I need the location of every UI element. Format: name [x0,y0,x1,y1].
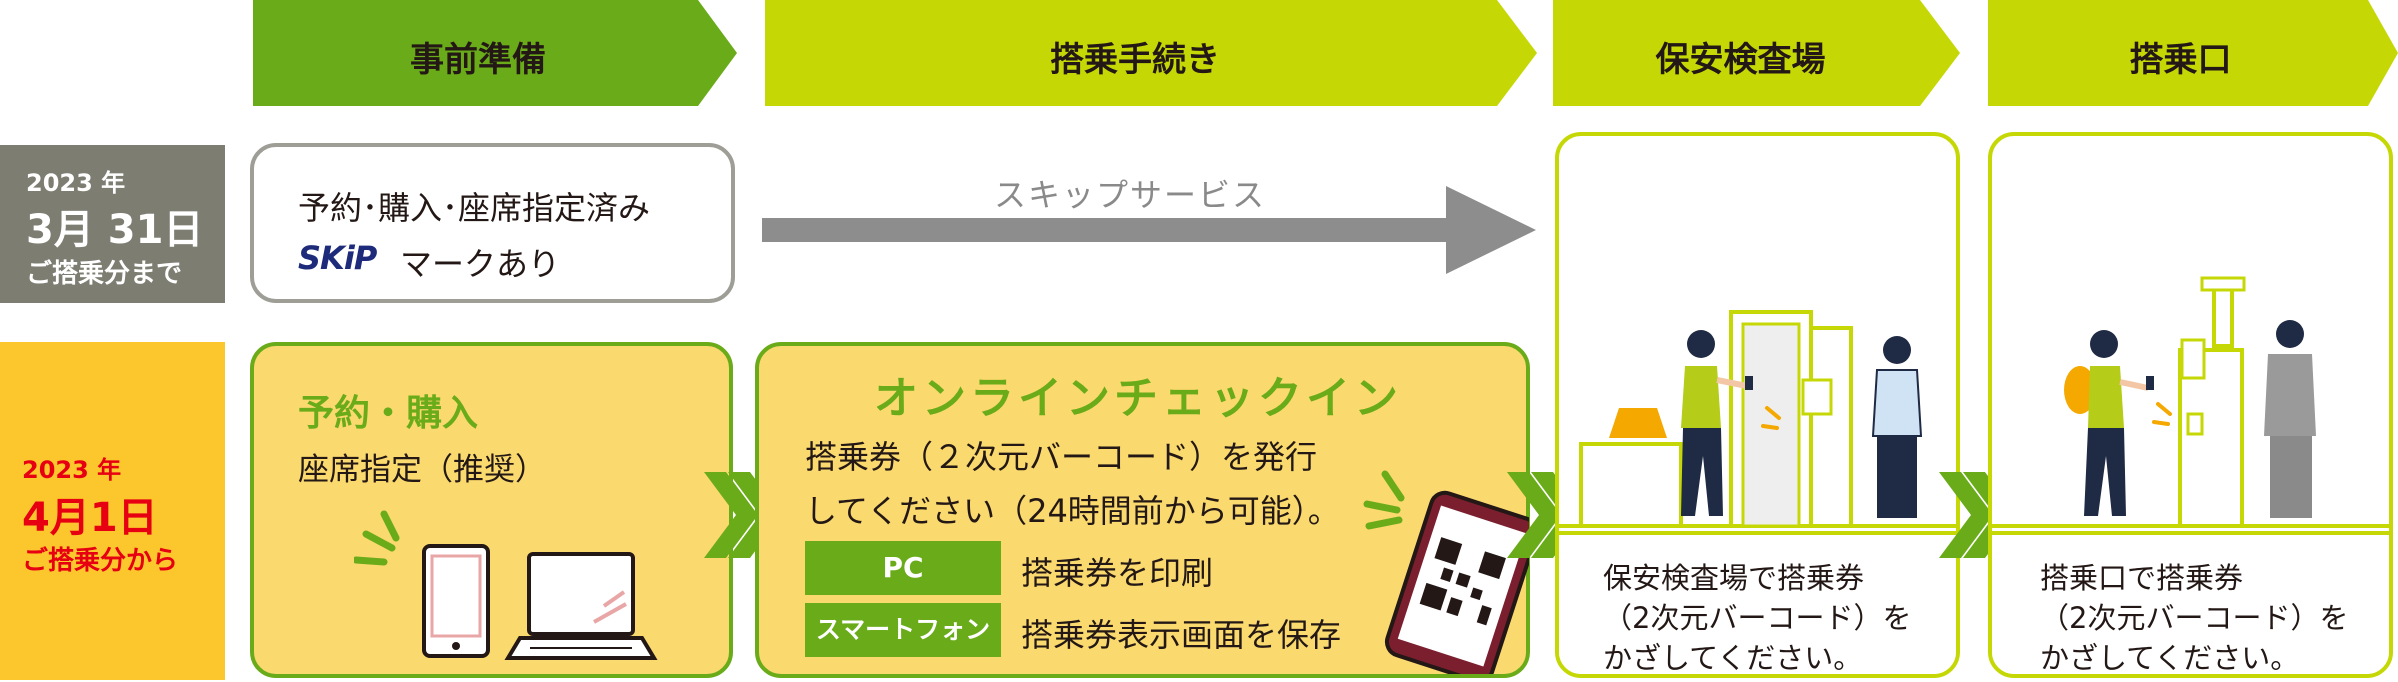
step-chevron-checkin [765,0,1537,106]
security-line3: かざしてください。 [1603,641,1863,675]
pc-text: 搭乗券を印刷 [1021,554,1214,592]
sparkle-icon [354,510,400,566]
security-line1: 保安検査場で搭乗券 [1603,561,1865,595]
gate-card: 搭乗口で搭乗券 （2次元バーコード）を かざしてください。 [1988,132,2393,678]
from-date: 4月1日 [22,495,158,541]
until-sub: ご搭乗分まで [26,259,183,289]
sparkle-icon [1363,470,1405,530]
step-label-prep: 事前準備 [410,40,546,80]
security-caption-box: 保安検査場で搭乗券 （2次元バーコード）を かざしてください。 [1559,531,1956,675]
online-title: オンラインチェックイン [874,373,1402,424]
qr-code-icon [1384,490,1529,674]
step-label-security: 保安検査場 [1655,40,1826,80]
step-chevron-security [1553,0,1960,106]
smartphone-qr-illustration [1363,470,1529,674]
prep-card: 予約・購入 座席指定（推奨） [250,342,733,678]
gate-line1: 搭乗口で搭乗券 [2040,561,2244,595]
step-header-bar [253,0,2398,106]
gate-line3: かざしてください。 [2040,641,2300,675]
security-gate-illustration [1559,310,1956,528]
devices-illustration [354,510,658,660]
step-chevron-prep [253,0,737,106]
gate-line2: （2次元バーコード）を [2040,601,2349,635]
online-line1: 搭乗券（２次元バーコード）を発行 [805,438,1318,476]
gate-caption-box: 搭乗口で搭乗券 （2次元バーコード）を かざしてください。 [1992,531,2389,675]
old-prep-line1: 予約･購入･座席指定済み [298,189,651,227]
step-label-checkin: 搭乗手続き [1050,40,1220,80]
boarding-gate-illustration [1992,276,2389,528]
skip-service-arrow [762,186,1536,274]
prep-subtitle: 座席指定（推奨） [298,452,546,488]
smartphone-tag: スマートフォン [805,603,1001,657]
security-card: 保安検査場で搭乗券 （2次元バーコード）を かざしてください。 [1555,132,1960,678]
security-line2: （2次元バーコード）を [1603,601,1912,635]
online-checkin-card: オンラインチェックイン 搭乗券（２次元バーコード）を発行 してください（24時間… [755,342,1530,678]
from-sub: ご搭乗分から [22,546,179,576]
skip-logo: SKiP [298,239,377,277]
skip-service-label: スキップサービス [994,176,1267,214]
online-line2: してください（24時間前から可能）。 [805,492,1340,530]
old-prep-line2: マークあり [400,245,561,283]
until-date: 3月 31日 [26,207,204,253]
step-chevron-gate [1988,0,2398,106]
old-prep-card: 予約･購入･座席指定済み SKiP マークあり [250,143,735,303]
prep-title: 予約・購入 [298,393,479,434]
step-label-gate: 搭乗口 [2129,40,2232,80]
tablet-icon [422,544,490,658]
pc-tag: PC [805,541,1001,595]
laptop-icon [504,552,658,660]
until-year: 2023 年 [26,169,126,197]
date-box-until: 2023 年 3月 31日 ご搭乗分まで [0,145,225,303]
date-box-from: 2023 年 4月1日 ご搭乗分から [0,342,225,680]
smartphone-text: 搭乗券表示画面を保存 [1021,616,1342,654]
from-year: 2023 年 [22,456,122,484]
